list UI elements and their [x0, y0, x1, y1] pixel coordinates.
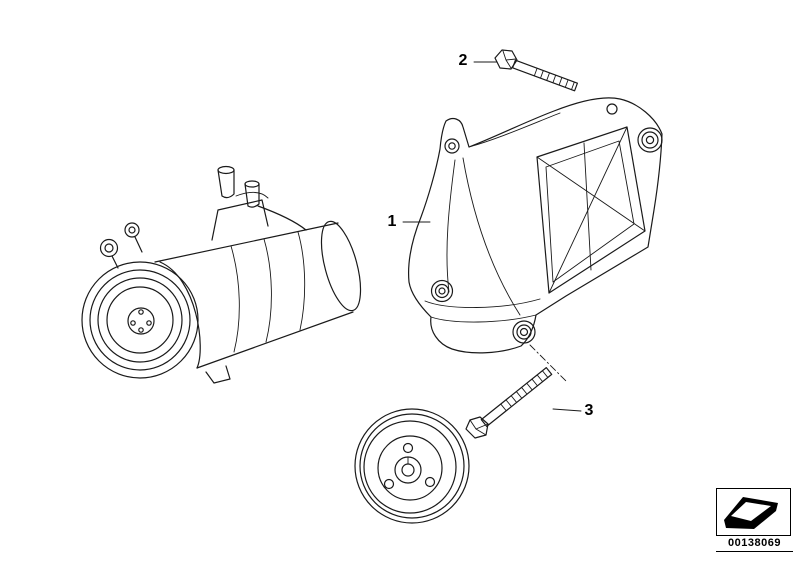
thumbnail-box: [716, 488, 791, 536]
bracket-thumbnail-icon: [724, 497, 778, 529]
leader-lines: [402, 61, 582, 412]
pulley-drawing: [354, 408, 470, 524]
callout-1: 1: [387, 213, 397, 230]
bracket-drawing: [408, 97, 663, 354]
bolt-2-drawing: [494, 49, 578, 92]
image-number: 00138069: [716, 537, 793, 552]
callout-3: 3: [584, 402, 594, 419]
leader-line-3: [552, 408, 582, 412]
compressor-drawing: [81, 165, 362, 384]
callout-2: 2: [458, 52, 468, 69]
catalog-stamp: 00138069: [716, 488, 793, 552]
bolt-3-drawing: [465, 344, 568, 439]
